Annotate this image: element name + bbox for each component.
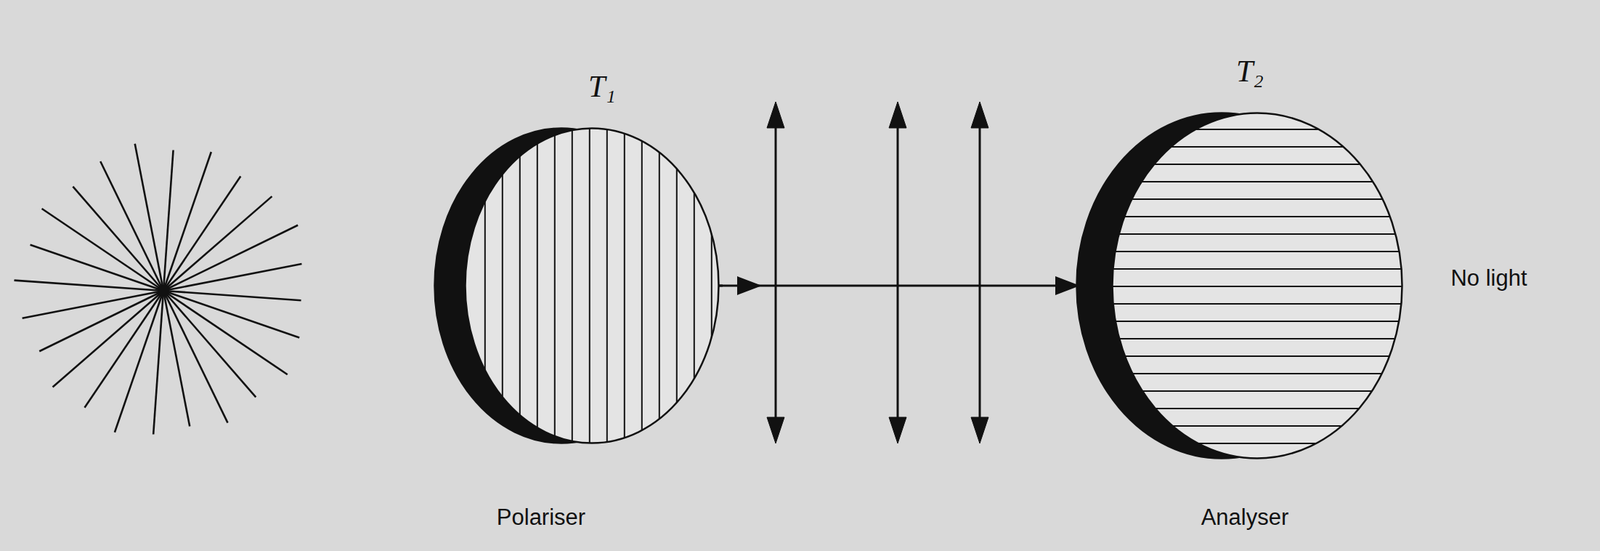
axis-line [554, 127, 556, 444]
polarised-vibration-arrows [766, 101, 989, 444]
disc-symbol: T₁ [588, 69, 616, 104]
axis-line [1075, 145, 1404, 148]
axis-line [676, 127, 678, 444]
light-ray [163, 290, 256, 397]
polariser-disc: T₁Polariser [433, 127, 720, 444]
vibration-line [979, 123, 982, 422]
axis-line [1075, 390, 1404, 392]
light-ray [163, 225, 298, 291]
light-ray [163, 149, 174, 291]
axis-line [1075, 215, 1404, 218]
disc-symbol: T₂ [1236, 54, 1264, 88]
axis-line [1075, 355, 1404, 357]
light-ray [100, 161, 164, 291]
axis-line [606, 127, 608, 444]
light-ray [163, 263, 302, 291]
axis-line [623, 127, 626, 444]
axis-line [519, 127, 521, 444]
vibration-line [774, 123, 778, 422]
arrowhead [737, 275, 762, 295]
light-ray [22, 290, 164, 319]
axis-line [1075, 302, 1404, 305]
axis-line [589, 127, 591, 444]
light-ray [53, 290, 164, 387]
axis-line [1075, 128, 1404, 131]
analyser-disc: T₂Analyser [1075, 111, 1404, 460]
light-ray [153, 290, 164, 435]
axis-line [1075, 320, 1404, 322]
light-ray [39, 290, 164, 351]
light-ray-arrow [716, 284, 1080, 287]
axis-line [658, 127, 661, 444]
axis-line [484, 127, 486, 444]
result-note: No light [1450, 265, 1527, 291]
axis-line [571, 127, 574, 444]
disc-name: Analyser [1201, 504, 1290, 530]
transmission-lines [485, 127, 712, 444]
arrowhead [888, 101, 907, 128]
light-ray [163, 290, 229, 423]
vibration-line [896, 123, 900, 422]
axis-line [536, 127, 539, 444]
light-ray [163, 290, 190, 427]
disc-face [465, 128, 720, 444]
axis-line [1075, 250, 1404, 253]
axis-line [1075, 198, 1404, 200]
arrowhead [766, 416, 785, 444]
light-ray [163, 290, 302, 300]
disc-outline [433, 127, 720, 444]
axis-line [1075, 372, 1404, 375]
axis-line [1075, 180, 1404, 183]
axis-line [711, 127, 713, 444]
axis-line [1075, 233, 1404, 235]
arrowhead [766, 101, 785, 128]
axis-line [1075, 442, 1404, 444]
axis-line [1075, 285, 1404, 287]
disc-name: Polariser [496, 504, 586, 530]
arrowhead [971, 416, 989, 444]
light-ray [135, 143, 164, 291]
arrowhead [971, 101, 989, 128]
unpolarised-light-star [14, 143, 303, 435]
light-ray [72, 186, 164, 291]
light-ray [14, 280, 164, 291]
axis-line [1075, 424, 1404, 427]
disc-outline [1075, 111, 1404, 460]
axis-line [641, 127, 643, 444]
arrowhead [888, 416, 907, 444]
star-centre [157, 284, 170, 297]
axis-line [693, 127, 696, 444]
axis-line [1075, 407, 1404, 409]
transmission-lines [1075, 129, 1404, 444]
light-ray [163, 196, 272, 291]
axis-line [1075, 267, 1404, 270]
axis-line [501, 127, 504, 444]
axis-line [1075, 337, 1404, 340]
axis-line [1075, 163, 1404, 165]
